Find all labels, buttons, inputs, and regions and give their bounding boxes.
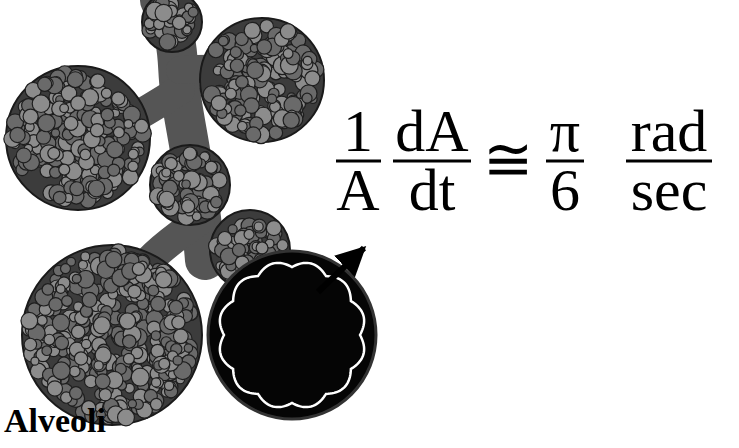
- equation-term: sec: [631, 160, 708, 220]
- pointer-arrow: [318, 248, 364, 292]
- equation-term: 1: [343, 101, 373, 161]
- equation-term: π: [550, 101, 580, 161]
- equation-term: dt: [409, 160, 456, 220]
- equation-term: ≅: [483, 130, 533, 190]
- structure-label: Alveoli: [4, 404, 106, 438]
- equation-term: A: [336, 160, 379, 220]
- alveolar-clusters: [4, 0, 376, 426]
- equation-term: 6: [550, 160, 580, 220]
- equation-term: rad: [631, 101, 708, 161]
- equation-term: dA: [395, 101, 468, 161]
